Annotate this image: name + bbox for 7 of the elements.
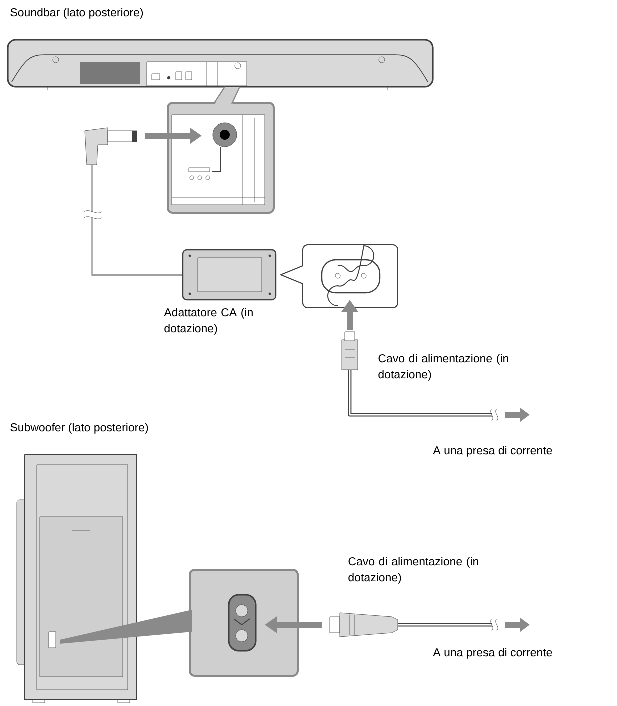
label-text: Adattatore CA (in dotazione) <box>164 308 253 335</box>
label-text: A una presa di corrente <box>433 648 552 659</box>
label-text: Soundbar (lato posteriore) <box>10 8 144 19</box>
label-text: Subwoofer (lato posteriore) <box>10 423 148 434</box>
label-text: Cavo di alimentazione (in dotazione) <box>348 557 478 584</box>
label-text: A una presa di corrente <box>433 446 552 457</box>
label-text: Cavo di alimentazione (in dotazione) <box>378 354 508 381</box>
